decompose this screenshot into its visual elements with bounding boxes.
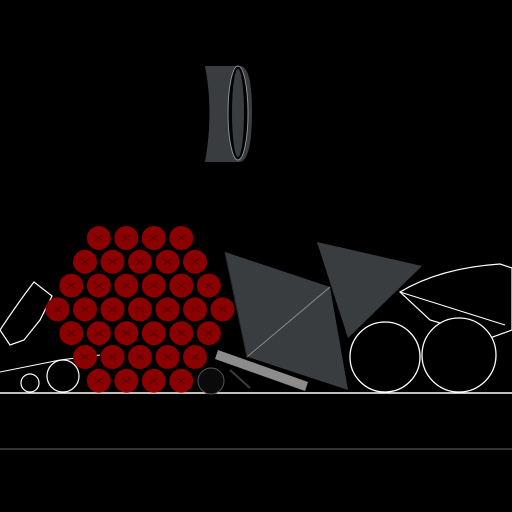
red-ball[interactable] <box>183 297 207 322</box>
gray-triangle-center[interactable] <box>248 287 348 390</box>
red-ball[interactable] <box>114 226 139 250</box>
red-ball[interactable] <box>169 368 194 393</box>
red-ball[interactable] <box>73 249 97 274</box>
red-ball[interactable] <box>86 273 111 298</box>
small-dark-ball[interactable] <box>197 367 225 395</box>
red-ball[interactable] <box>100 345 125 369</box>
red-ball[interactable] <box>59 273 84 298</box>
red-ball[interactable] <box>100 297 125 322</box>
gray-triangle-left[interactable] <box>225 252 330 357</box>
red-ball[interactable] <box>114 368 139 393</box>
hanging-cylinder[interactable] <box>205 65 252 162</box>
red-ball[interactable] <box>183 249 207 274</box>
red-ball-cluster[interactable] <box>45 226 235 393</box>
red-ball[interactable] <box>100 249 125 274</box>
red-ball[interactable] <box>128 345 152 369</box>
red-ball[interactable] <box>155 249 180 274</box>
red-ball[interactable] <box>169 321 194 346</box>
red-ball[interactable] <box>114 321 139 346</box>
red-ball[interactable] <box>169 273 194 298</box>
small-ball-outline[interactable] <box>20 373 40 393</box>
red-ball[interactable] <box>141 368 166 393</box>
gray-triangle-right[interactable] <box>317 242 422 338</box>
red-ball[interactable] <box>141 273 166 298</box>
gray-bar[interactable] <box>215 350 308 391</box>
red-ball[interactable] <box>155 345 180 369</box>
red-ball[interactable] <box>86 321 111 346</box>
red-ball[interactable] <box>73 297 97 322</box>
red-ball[interactable] <box>45 297 70 322</box>
large-wheel-left[interactable] <box>349 321 421 393</box>
red-ball[interactable] <box>183 345 207 369</box>
red-ball[interactable] <box>59 321 84 346</box>
red-ball[interactable] <box>196 273 221 298</box>
red-ball[interactable] <box>155 297 180 322</box>
red-ball[interactable] <box>196 321 221 346</box>
gray-triangle-pieces[interactable] <box>224 242 422 390</box>
red-ball[interactable] <box>114 273 139 298</box>
red-ball[interactable] <box>86 226 111 250</box>
red-ball[interactable] <box>141 226 166 250</box>
red-ball[interactable] <box>128 297 152 322</box>
red-ball[interactable] <box>169 226 194 250</box>
red-ball[interactable] <box>210 297 235 322</box>
medium-ball-outline[interactable] <box>46 359 80 393</box>
large-wheel-right[interactable] <box>421 317 497 393</box>
red-ball[interactable] <box>73 345 97 369</box>
red-ball[interactable] <box>128 249 152 274</box>
right-wedge[interactable] <box>399 263 512 339</box>
gray-link-line <box>229 369 251 389</box>
red-ball[interactable] <box>86 368 111 393</box>
red-ball[interactable] <box>141 321 166 346</box>
